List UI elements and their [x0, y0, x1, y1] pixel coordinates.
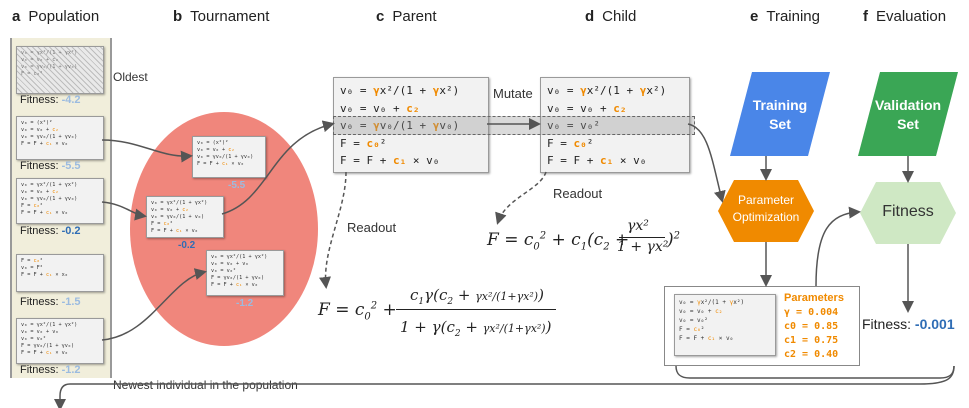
mutate-label: Mutate [493, 86, 533, 101]
arrow-program-to-fitness [815, 206, 861, 287]
validation-set-label: Validation Set [874, 97, 942, 132]
arrow-pop-to-tournament-1 [101, 139, 193, 163]
parent-readout-label: Readout [347, 220, 397, 235]
fitness-individual-3: Fitness: -0.2 [20, 225, 81, 237]
tournament-fitness-3: -1.2 [236, 298, 254, 309]
arrow-parent-readout [319, 171, 347, 289]
tournament-fitness-1: -5.5 [228, 180, 246, 191]
arrow-child-readout [495, 171, 547, 225]
arrow-pop-to-tournament-3 [101, 268, 207, 341]
population-individual-3: v₀ = γx²/(1 + γx²) v₀ = v₀ + c₂ v₀ = γv₀… [16, 178, 104, 224]
population-individual-newest: v₀ = γx²/(1 + γx²) v₀ = v₀ + v₀ v₀ = v₀²… [16, 318, 104, 364]
parent-program: v₀ = γx²/(1 + γx²) v₀ = v₀ + c₂ v₀ = γv₀… [333, 77, 489, 173]
population-individual-oldest: v₀ = γx²/(1 + γx²) v₀ = v₀ + c₂ v₀ = γv₀… [16, 46, 104, 94]
parameter-value-gamma: γ = 0.004 [784, 307, 839, 318]
fitness-newest: Fitness: -1.2 [20, 364, 81, 376]
parameter-value-c1: c1 = 0.75 [784, 335, 839, 346]
parameter-value-c2: c2 = 0.40 [784, 349, 839, 360]
arrow-tournament-to-parent [221, 120, 335, 215]
feedback-loop [54, 365, 955, 408]
child-readout-label: Readout [553, 186, 603, 201]
population-individual-4: F = c₀² v₀ = F² F = F + c₁ × x₀ [16, 254, 104, 292]
oldest-label: Oldest [113, 70, 148, 84]
tournament-candidate-1: v₀ = (x²)² v₀ = v₀ + c₂ v₀ = γv₀/(1 + γv… [192, 136, 266, 178]
training-set-shape [730, 72, 830, 156]
tournament-candidate-2: v₀ = γx²/(1 + γx²) v₀ = v₀ + c₂ v₀ = γv₀… [146, 196, 224, 238]
final-fitness: Fitness: -0.001 [862, 316, 955, 332]
parameters-title: Parameters [784, 292, 844, 304]
arrow-child-to-optimization [687, 123, 726, 203]
fitness-hexagon-label: Fitness [882, 203, 934, 220]
training-set-label: Training Set [752, 97, 808, 132]
parameter-value-c0: c0 = 0.85 [784, 321, 839, 332]
parameter-optimization-label: Parameter Optimization [732, 193, 800, 224]
newest-label: Newest individual in the population [113, 378, 298, 392]
optimized-program: v₀ = γx²/(1 + γx²) v₀ = v₀ + c₂ v₀ = v₀²… [674, 294, 776, 356]
parameter-optimization-shape [718, 180, 814, 242]
fitness-individual-2: Fitness: -5.5 [20, 160, 81, 172]
fitness-hexagon-shape [860, 182, 956, 244]
population-individual-2: v₀ = (x²)² v₀ = v₀ + c₂ v₀ = γv₀/(1 + γv… [16, 116, 104, 160]
child-program: v₀ = γx²/(1 + γx²) v₀ = v₀ + c₂ v₀ = v₀²… [540, 77, 690, 173]
fitness-individual-4: Fitness: -1.5 [20, 296, 81, 308]
tournament-fitness-2: -0.2 [178, 240, 196, 251]
bracket-training-eval [675, 365, 955, 379]
fitness-oldest: Fitness: -4.2 [20, 94, 81, 106]
arrow-pop-to-tournament-2 [101, 201, 147, 221]
validation-set-shape [858, 72, 958, 156]
